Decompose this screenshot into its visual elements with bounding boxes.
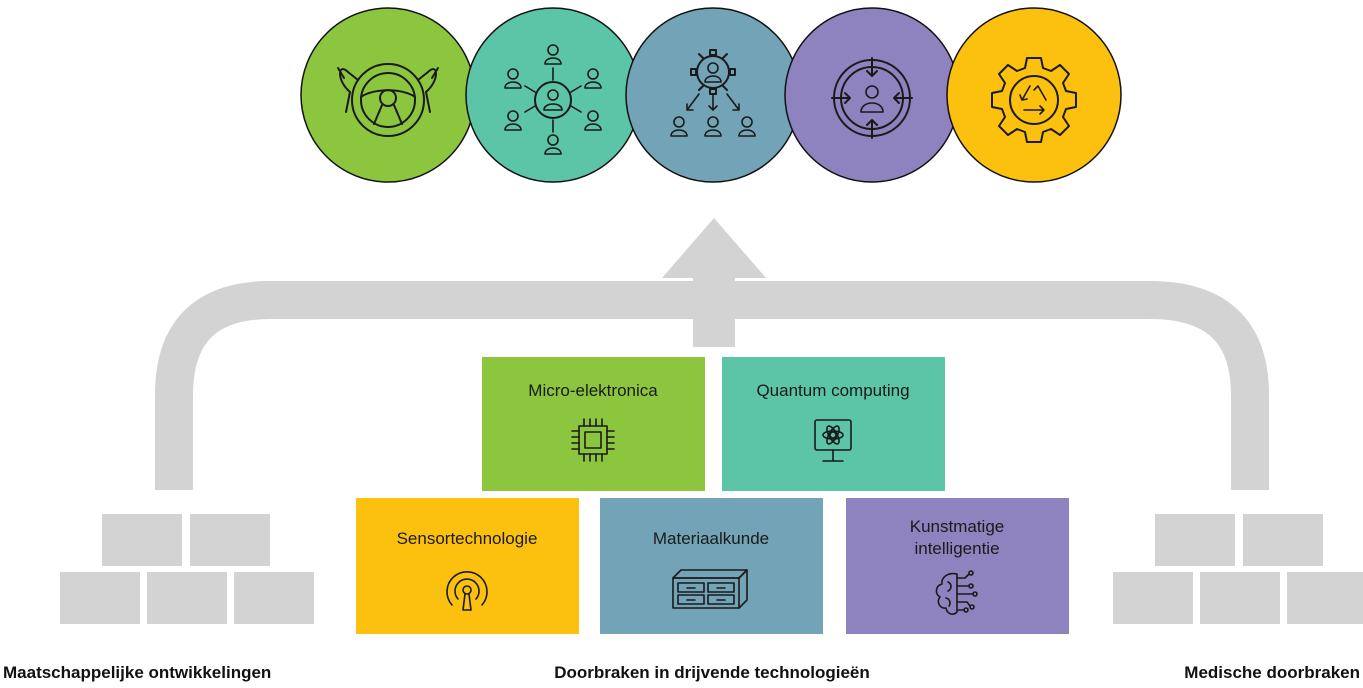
- tech-box-quantum-computing: Quantum computing: [722, 357, 945, 491]
- tech-label-sensor: Sensortechnologie: [397, 529, 538, 548]
- tech-label-micro: Micro-elektronica: [528, 381, 658, 400]
- steering-wheel-hands-icon: [337, 63, 439, 137]
- tech-label-quantum: Quantum computing: [756, 381, 909, 400]
- gear-recycle-icon: [991, 57, 1077, 143]
- tech-box-materiaalkunde: Materiaalkunde: [600, 498, 823, 634]
- circle-gear-recycle: [946, 7, 1122, 183]
- microchip-icon: [571, 418, 615, 462]
- circle-steering-wheel: [300, 7, 476, 183]
- tech-label-ai-line2: intelligentie: [914, 539, 999, 558]
- caption-center: Doorbraken in drijvende technologieën: [554, 663, 870, 682]
- brain-circuit-icon: [935, 570, 978, 615]
- tech-label-material: Materiaalkunde: [653, 529, 769, 548]
- tech-box-kunstmatige-intelligentie: Kunstmatige intelligentie: [846, 498, 1069, 634]
- team-gear-distribution-icon: [670, 49, 756, 137]
- material-block-icon: [672, 569, 748, 609]
- person-target-focus-icon: [831, 57, 913, 139]
- sensor-antenna-icon: [446, 571, 488, 611]
- circle-people-network: [465, 7, 641, 183]
- caption-left: Maatschappelijke ontwikkelingen: [3, 663, 271, 682]
- people-network-icon: [504, 44, 602, 155]
- tech-box-sensortechnologie: Sensortechnologie: [356, 498, 579, 634]
- quantum-monitor-icon: [814, 419, 852, 462]
- arch-arrow: [155, 218, 1269, 490]
- tech-box-micro-elektronica: Micro-elektronica: [482, 357, 705, 491]
- brick-wall-right: [1113, 514, 1363, 624]
- brick-wall-left: [60, 514, 314, 624]
- caption-right: Medische doorbraken: [1184, 663, 1360, 682]
- tech-label-ai-line1: Kunstmatige: [910, 517, 1005, 536]
- circle-person-focus: [784, 7, 960, 183]
